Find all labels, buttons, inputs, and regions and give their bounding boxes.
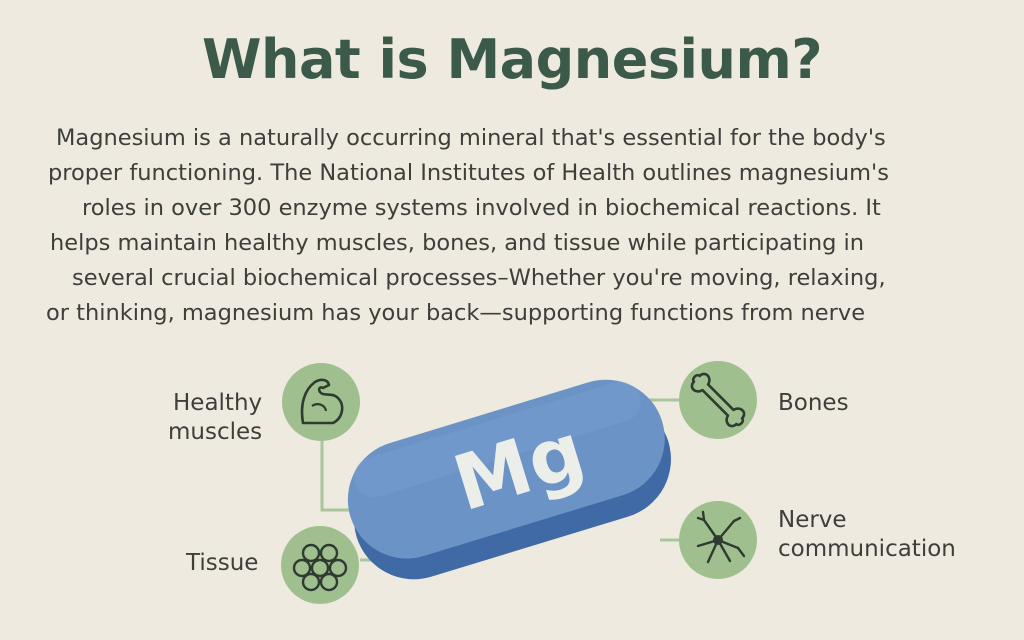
- connector-muscles: [320, 440, 350, 512]
- page-title: What is Magnesium?: [201, 28, 823, 91]
- label-line: communication: [778, 536, 956, 562]
- magnesium-pill: [347, 379, 671, 580]
- label-bones: Bones: [778, 390, 849, 416]
- paragraph-line: Magnesium is a naturally occurring miner…: [56, 125, 886, 151]
- label-line: muscles: [168, 419, 263, 445]
- paragraph-line: or thinking, magnesium has your back—sup…: [46, 300, 866, 326]
- paragraph-line: several crucial biochemical processes–Wh…: [72, 265, 886, 291]
- paragraph-line: roles in over 300 enzyme systems involve…: [82, 195, 881, 221]
- bone-icon: [679, 361, 757, 439]
- label-healthy-muscles: Healthy muscles: [168, 389, 262, 447]
- label-tissue: Tissue: [186, 550, 259, 576]
- label-nerve-communication: Nerve communication: [778, 506, 956, 564]
- flexed-arm-icon: [282, 363, 360, 441]
- paragraph-line: helps maintain healthy muscles, bones, a…: [50, 230, 865, 256]
- cells-icon: [281, 526, 359, 604]
- paragraph-line: proper functioning. The National Institu…: [48, 160, 889, 186]
- neuron-icon: [679, 501, 757, 579]
- label-line: Healthy: [173, 390, 263, 416]
- label-line: Nerve: [778, 507, 847, 533]
